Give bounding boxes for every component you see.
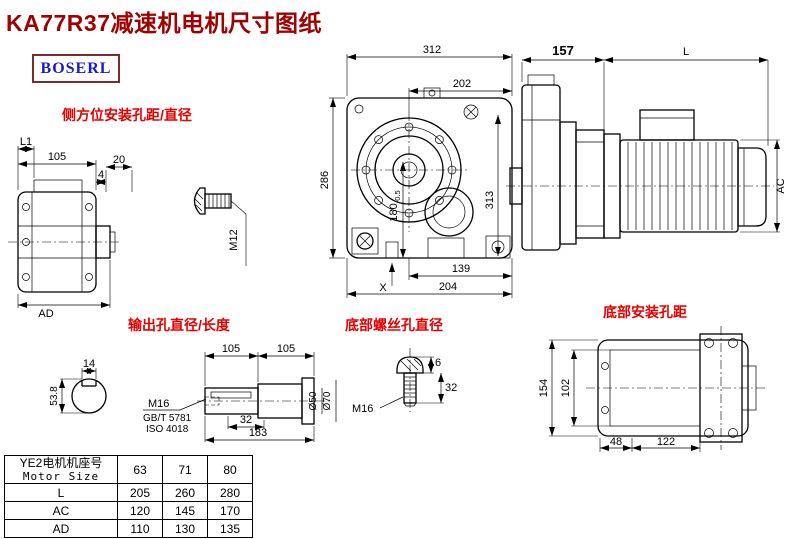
table-row: L 205 260 280 xyxy=(4,483,253,502)
boserl-logo: BOSERL xyxy=(32,54,120,83)
side-mount-bolt-detail: 20 M12 xyxy=(105,154,247,266)
terminal-box xyxy=(639,109,695,141)
AC-71: 145 xyxy=(162,501,208,520)
L-71: 260 xyxy=(162,483,208,502)
dim-154: 154 xyxy=(538,379,550,397)
output-shaft-detail: 105 105 32 183 Ø50 Ø70 M16 GB/T 5781 ISO… xyxy=(143,343,337,443)
size-80: 80 xyxy=(207,455,253,484)
thread-m16-bottom: M16 xyxy=(352,403,373,415)
dim-157: 157 xyxy=(552,43,574,58)
size-71: 71 xyxy=(162,455,208,484)
table-row: AC 120 145 170 xyxy=(4,501,253,520)
row-label-L: L xyxy=(4,483,118,502)
size-63: 63 xyxy=(117,455,163,484)
fan-cover xyxy=(737,147,767,227)
dia-70: Ø70 xyxy=(322,391,333,410)
dim-105a: 105 xyxy=(222,343,240,355)
dim-20: 20 xyxy=(113,154,125,166)
oil-plug-boss xyxy=(351,227,379,255)
bottom-mounting-view: 154 102 48 122 xyxy=(538,326,768,452)
motor-size-table: YE2电机机座号 Motor Size 63 71 80 L 205 260 2… xyxy=(4,455,253,538)
label-bottom-mount: 底部安装孔距 xyxy=(603,304,687,320)
table-header-cell: YE2电机机座号 Motor Size xyxy=(4,455,118,484)
dim-313: 313 xyxy=(484,191,496,209)
dim-122: 122 xyxy=(657,436,675,448)
AC-80: 170 xyxy=(207,501,253,520)
corner-screw xyxy=(463,104,479,120)
row-label-AC: AC xyxy=(4,501,118,520)
dim-139: 139 xyxy=(452,263,470,275)
dim-286: 286 xyxy=(319,171,331,189)
motor-side-view: 157 L AC xyxy=(506,43,787,251)
dim-48: 48 xyxy=(610,436,622,448)
page-title: KA77R37减速机电机尺寸图纸 xyxy=(6,10,322,36)
dim-102: 102 xyxy=(560,379,572,397)
dim-105-left: 105 xyxy=(48,151,66,163)
dim-180: 180-0.5 xyxy=(388,190,402,221)
AD-63: 110 xyxy=(117,519,163,538)
thread-m12: M12 xyxy=(228,229,240,250)
table-header-cn: YE2电机机座号 xyxy=(19,456,103,470)
table-row: AD 110 130 135 xyxy=(4,519,253,538)
L-63: 205 xyxy=(117,483,163,502)
dim-l: L xyxy=(683,46,689,58)
screw-head xyxy=(396,356,424,374)
dim-53-8: 53.8 xyxy=(49,386,60,406)
std-iso: ISO 4018 xyxy=(146,424,189,435)
dim-l1: L1 xyxy=(20,136,32,148)
AC-63: 120 xyxy=(117,501,163,520)
dim-202: 202 xyxy=(453,78,471,90)
lifting-eye xyxy=(423,87,441,99)
bolt-head xyxy=(193,187,206,215)
dim-183: 183 xyxy=(249,427,267,439)
dia-50: Ø50 xyxy=(308,391,319,410)
label-side-mount: 侧方位安装孔距/直径 xyxy=(62,107,192,123)
dim-32-bolt: 32 xyxy=(445,382,457,394)
std-gb: GB/T 5781 xyxy=(143,413,192,424)
bottom-screw-detail: 6 32 M16 xyxy=(352,348,457,415)
dim-ad: AD xyxy=(38,308,53,320)
dim-204: 204 xyxy=(439,281,457,293)
label-output-hole: 输出孔直径/长度 xyxy=(128,317,230,333)
dim-14: 14 xyxy=(83,358,95,370)
dim-6: 6 xyxy=(435,357,441,369)
L-80: 280 xyxy=(207,483,253,502)
AD-80: 135 xyxy=(207,519,253,538)
table-header-en: Motor Size xyxy=(22,470,100,483)
shaft-cross-section: 14 53.8 xyxy=(49,358,107,414)
datum-x: X xyxy=(379,282,387,294)
main-front-view: 312 202 286 180-0.5 313 139 204 X xyxy=(319,44,513,298)
left-side-view: L1 105 4 AD xyxy=(8,136,120,320)
thread-m16-output: M16 xyxy=(148,398,169,410)
row-label-AD: AD xyxy=(4,519,118,538)
table-row: YE2电机机座号 Motor Size 63 71 80 xyxy=(4,455,253,484)
dim-105b: 105 xyxy=(277,343,295,355)
label-bottom-screw: 底部螺丝孔直径 xyxy=(345,317,443,333)
AD-71: 130 xyxy=(162,519,208,538)
dim-ac: AC xyxy=(775,178,787,193)
keyway xyxy=(210,391,252,399)
dim-32-shaft: 32 xyxy=(240,414,252,426)
dim-312: 312 xyxy=(423,44,441,56)
dim-4: 4 xyxy=(98,169,104,181)
